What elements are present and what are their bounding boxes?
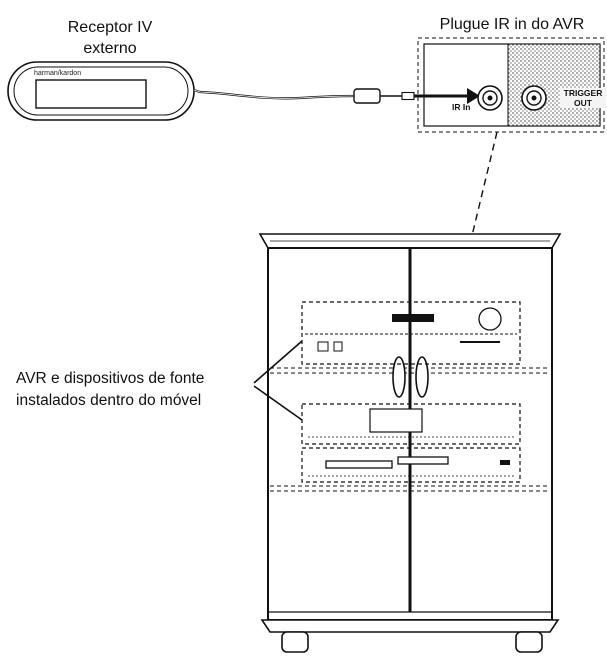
cabinet-devices-label-line1: AVR e dispositivos de fonte: [16, 370, 205, 387]
leader-line-sources: [253, 385, 303, 421]
cabinet-base: [260, 619, 560, 633]
trigger-out-jack-label: TRIGGER OUT: [560, 88, 606, 108]
cabinet: [258, 233, 562, 653]
trigger-out-label-line2: OUT: [574, 98, 592, 108]
source-devices: [301, 403, 521, 483]
cabinet-devices-label-line2: instalados dentro do móvel: [16, 392, 202, 409]
ir-in-jack-label: IR In: [452, 102, 471, 112]
arrow-icon: [467, 88, 480, 104]
volume-knob-icon: [478, 307, 502, 331]
avr-unit: [301, 301, 521, 365]
avr-rear-panel-inset: [414, 37, 605, 133]
trigger-out-label-line1: TRIGGER: [563, 88, 603, 98]
handle-left: [392, 356, 406, 398]
caster-right: [515, 631, 543, 653]
external-receiver-label-line2: externo: [83, 40, 137, 57]
external-ir-receiver: [7, 61, 195, 121]
external-receiver-label: Receptor IV externo: [40, 17, 180, 59]
cabinet-devices-label: AVR e dispositivos de fonte instalados d…: [16, 368, 256, 412]
plug-connector: [353, 88, 381, 104]
external-receiver-label-line1: Receptor IV: [67, 19, 153, 36]
caster-left: [281, 631, 309, 653]
receiver-cable: [193, 88, 415, 104]
handle-right: [415, 356, 429, 398]
ir-plug-label: Plugue IR in do AVR: [439, 16, 585, 33]
receiver-window: [35, 79, 147, 109]
leader-line-avr: [253, 340, 303, 384]
brand-logo: harman/kardon: [34, 70, 82, 77]
